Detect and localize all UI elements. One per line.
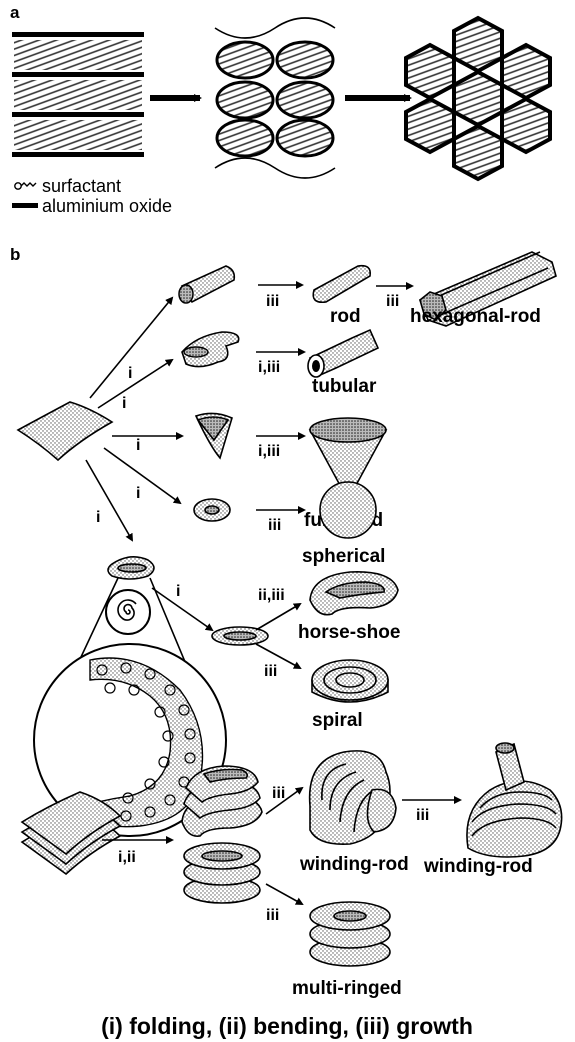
legend: surfactant aluminium oxide [12, 176, 172, 216]
arrow-to-multi-ringed [266, 884, 302, 904]
step-i-flat-ring: i [176, 583, 180, 600]
panel-b-label: b [10, 245, 20, 264]
step-iii-hexagonal-rod: iii [386, 293, 399, 310]
step-i-iii-funneled: i,iii [258, 443, 280, 460]
label-winding-rod-1: winding-rod [299, 854, 409, 875]
label-rod: rod [330, 306, 361, 327]
arrow-ring-to-flat-ring [152, 588, 212, 630]
stacked-sheets-shape [22, 792, 120, 874]
step-i-tubular-branch: i [122, 395, 126, 412]
step-i-ii-stacked: i,ii [118, 849, 136, 866]
flat-ring-shape [212, 627, 268, 645]
arrow-to-spiral [256, 644, 300, 668]
label-multi-ringed: multi-ringed [292, 978, 402, 999]
winding-rod-shape-2 [467, 743, 562, 857]
step-i-rod-branch: i [128, 365, 132, 382]
multi-ringed-shape [310, 902, 390, 966]
rod-shape [313, 266, 370, 303]
process-caption: (i) folding, (ii) bending, (iii) growth [101, 1013, 473, 1039]
wavy-intermediate-graphic [215, 18, 335, 178]
step-iii-multi-ringed: iii [266, 907, 279, 924]
label-horse-shoe: horse-shoe [298, 622, 400, 643]
spherical-shape [320, 482, 376, 538]
surfactant-legend-icon [15, 183, 36, 189]
label-winding-rod-2: winding-rod [423, 856, 533, 877]
spiral-inset-icon [106, 590, 150, 634]
folded-ring-shape [108, 557, 154, 579]
horse-shoe-shape [310, 572, 398, 615]
small-disc-shape [194, 499, 230, 521]
step-iii-winding-rod: iii [272, 785, 285, 802]
step-i-funnel-branch: i [136, 437, 140, 454]
step-i-iii-tubular: i,iii [258, 359, 280, 376]
rolled-sheet-shape [179, 266, 234, 303]
label-spiral: spiral [312, 710, 363, 731]
step-iii-rod: iii [266, 293, 279, 310]
step-iii-spherical: iii [268, 517, 281, 534]
panel-a-label: a [10, 3, 20, 22]
hexagonal-phase-graphic [406, 18, 550, 179]
tubular-shape [308, 330, 378, 377]
step-i-sphere-branch: i [136, 485, 140, 502]
legend-surfactant-label: surfactant [42, 176, 121, 196]
step-ii-iii-horse-shoe: ii,iii [258, 587, 285, 604]
arrow-to-horse-shoe [256, 604, 300, 630]
stacked-folded-shape [182, 766, 262, 836]
label-spherical: spherical [302, 546, 385, 567]
curled-sheet-shape [182, 332, 239, 367]
label-tubular: tubular [312, 376, 377, 397]
aluminium-oxide-legend-icon [12, 203, 38, 208]
spiral-shape [312, 660, 388, 702]
stacked-rings-shape [184, 843, 260, 903]
step-iii-spiral: iii [264, 663, 277, 680]
folded-cone-shape [196, 413, 232, 458]
label-hexagonal-rod: hexagonal-rod [410, 306, 541, 327]
winding-rod-shape-1 [310, 751, 396, 844]
step-iii-winding-rod-2: iii [416, 807, 429, 824]
starting-sheet-shape [18, 402, 112, 460]
lamellar-phase-graphic [12, 32, 144, 157]
step-i-ring-branch: i [96, 509, 100, 526]
legend-aluminium-oxide-label: aluminium oxide [42, 196, 172, 216]
